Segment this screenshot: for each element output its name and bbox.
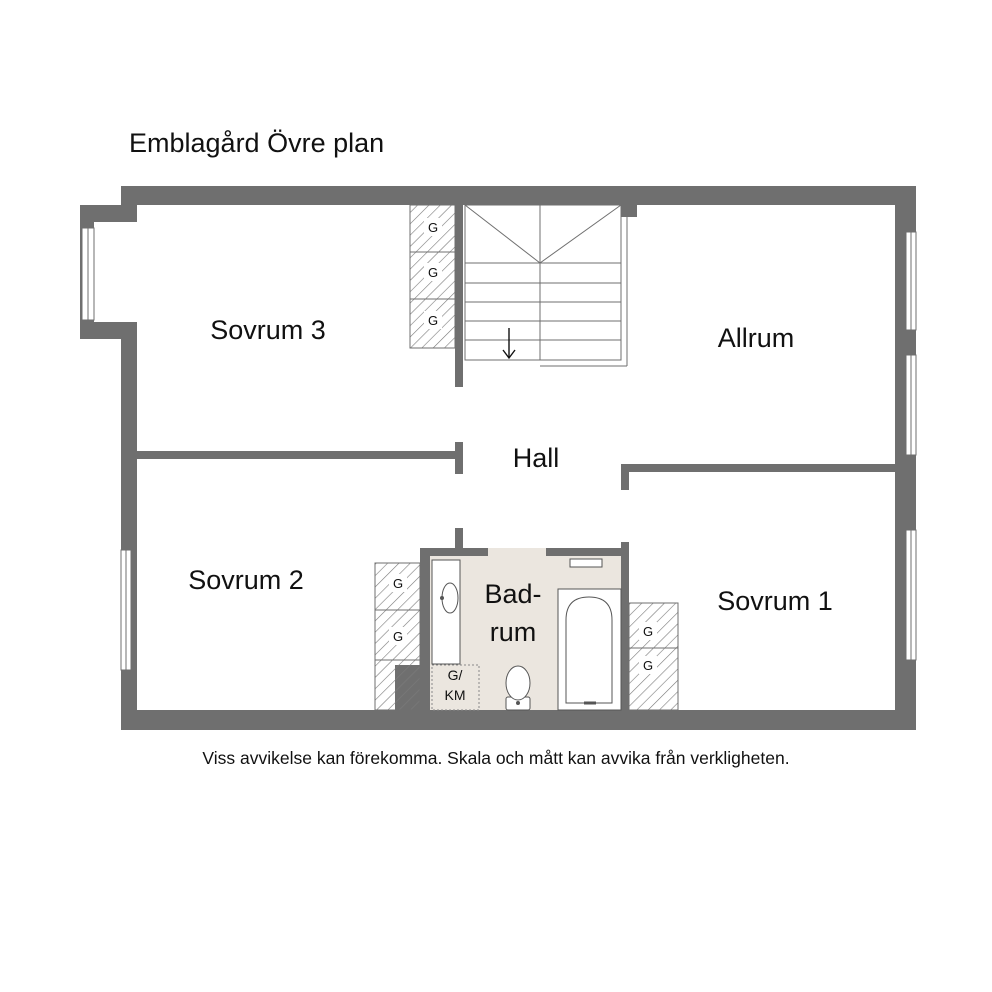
gkm-label-line1: G/ (448, 667, 463, 683)
room-label-badrum-line2: rum (490, 617, 537, 647)
room-label-hall: Hall (513, 443, 560, 473)
closet-label: G (428, 313, 438, 328)
disclaimer-text: Viss avvikelse kan förekomma. Skala och … (202, 748, 790, 768)
bathroom-fixtures (431, 558, 622, 711)
closet-label: G (643, 658, 653, 673)
closet-label: G (393, 629, 403, 644)
staircase (464, 204, 628, 367)
plan-title: Emblagård Övre plan (129, 128, 385, 158)
closet-sovrum3 (409, 204, 456, 349)
closet-label: G (428, 265, 438, 280)
closet-label: G (428, 220, 438, 235)
towel-rail (569, 558, 603, 568)
toilet-icon (505, 665, 531, 711)
sink-icon (431, 559, 461, 665)
room-label-badrum-line1: Bad- (484, 579, 541, 609)
bathtub-icon (557, 588, 622, 711)
closet-labels: G G G G G G G (393, 220, 653, 673)
gkm-label-line2: KM (445, 687, 466, 703)
closets (374, 204, 679, 711)
room-label-sovrum3: Sovrum 3 (210, 315, 326, 345)
closet-sovrum1 (628, 602, 679, 711)
room-label-sovrum1: Sovrum 1 (717, 586, 833, 616)
windows (81, 227, 917, 671)
closet-sovrum2 (374, 562, 421, 711)
closet-label: G (643, 624, 653, 639)
outer-walls (80, 186, 916, 730)
room-label-sovrum2: Sovrum 2 (188, 565, 304, 595)
stair-arrow-icon (502, 328, 516, 360)
gkm-area (431, 664, 480, 711)
room-label-allrum: Allrum (718, 323, 795, 353)
closet-label: G (393, 576, 403, 591)
